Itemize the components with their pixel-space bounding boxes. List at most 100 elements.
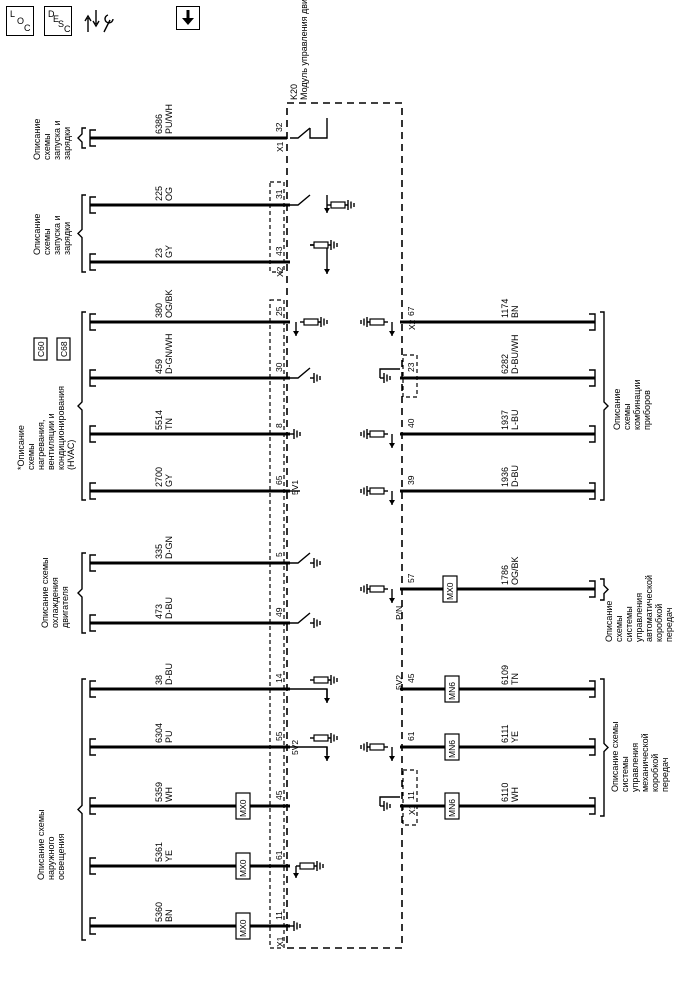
terminal-r-6110 <box>589 797 596 815</box>
opt-mn6-6110: MN6 <box>447 799 457 817</box>
opt-mx0-1786: MX0 <box>445 582 455 600</box>
circuit-color-6109: TN <box>510 673 520 685</box>
terminal-380 <box>89 313 96 331</box>
opt-mx0-5361-box <box>235 852 251 880</box>
ground-icon <box>310 373 321 383</box>
pin-61-left: 61 <box>274 850 284 860</box>
pullup-resistor-icon <box>310 733 338 743</box>
pin-31-left: 31 <box>274 189 284 199</box>
signal-arrow-icon <box>324 689 330 703</box>
terminal-6304 <box>89 738 96 756</box>
module-label: K20 Модуль управления двигателем. <box>289 0 309 100</box>
signal-arrow-icon <box>324 262 330 274</box>
group-start2: Описаниесхемызапуска изарядки <box>32 214 72 255</box>
circuit-num-5359: 5359 <box>154 782 164 802</box>
signal-arrow-icon <box>389 589 395 603</box>
pin-40-right: 40 <box>406 418 416 428</box>
circuit-num-1936: 1936 <box>500 467 510 487</box>
pin-14-left: 14 <box>274 673 284 683</box>
circuit-color-1937: L-BU <box>510 409 520 430</box>
conn-5v2-right: 5V2 <box>394 675 404 690</box>
signal-arrow-icon <box>324 747 330 761</box>
pin-61-right: 61 <box>406 731 416 741</box>
pullup-resistor-icon <box>360 429 388 439</box>
switch-icon <box>290 612 311 624</box>
ground-icon <box>310 558 321 568</box>
switch-icon <box>290 194 311 206</box>
opt-mx0-5360: MX0 <box>238 919 248 937</box>
circuit-num-473: 473 <box>154 604 164 619</box>
circuit-num-1786: 1786 <box>500 565 510 585</box>
conn-x1-bottom: X1 <box>275 936 285 947</box>
circuit-num-380: 380 <box>154 303 164 318</box>
ground-icon <box>290 429 301 439</box>
circuit-num-1937: 1937 <box>500 410 510 430</box>
pin-30-left: 30 <box>274 362 284 372</box>
circuit-num-5514: 5514 <box>154 410 164 430</box>
opt-mn6-6109-box <box>444 675 460 703</box>
terminal-335 <box>89 554 96 572</box>
terminal-r-6282 <box>589 369 596 387</box>
opt-mn6-6111: MN6 <box>447 740 457 758</box>
switch-icon <box>290 127 311 139</box>
group-cool: Описание схемыохлаждениядвигателя <box>40 558 70 628</box>
terminal-473 <box>89 614 96 632</box>
ref-c68-box[interactable] <box>56 337 71 361</box>
connector-23-outline <box>402 354 418 398</box>
opt-mn6-6109: MN6 <box>447 682 457 700</box>
terminal-r-6111 <box>589 738 596 756</box>
ref-c60-box[interactable] <box>33 337 48 361</box>
download-button[interactable] <box>176 6 200 30</box>
pin-11-right: 11 <box>406 791 416 800</box>
ground-icon <box>380 801 391 811</box>
terminal-5361 <box>89 857 96 875</box>
location-button[interactable]: L O C <box>6 6 34 36</box>
pin-67-right: 67 <box>406 306 416 316</box>
signal-arrow-icon <box>389 322 395 336</box>
pullup-resistor-icon <box>310 675 338 685</box>
conn-x2-right: X2 <box>407 319 417 330</box>
circuit-color-5361: YE <box>164 850 174 862</box>
opt-mx0-5360-box <box>235 912 251 940</box>
circuit-color-1786: OG/BK <box>510 556 520 585</box>
circuit-num-38: 38 <box>154 675 164 685</box>
opt-mx0-1786-box <box>442 575 458 603</box>
group-auto: Описаниесхемысистемыуправленияавтоматиче… <box>604 575 674 642</box>
pin-57-right: 57 <box>406 573 416 583</box>
signal-arrow-icon <box>293 322 299 336</box>
circuit-color-6386: PU/WH <box>164 104 174 134</box>
conn-x1-top: X1 <box>275 141 285 152</box>
module-title: Модуль управления двигателем. <box>299 0 309 100</box>
switch-icon <box>290 552 311 564</box>
flow-wrench-icon[interactable] <box>84 6 118 36</box>
conn-pn: P/N <box>394 606 404 620</box>
terminal-r-6109 <box>589 680 596 698</box>
pin-23-right: 23 <box>406 362 416 372</box>
circuit-num-6109: 6109 <box>500 665 510 685</box>
circuit-color-335: D-GN <box>164 536 174 559</box>
pin-45-right: 45 <box>406 673 416 683</box>
pin-11-left: 11 <box>274 911 284 920</box>
circuit-color-5514: TN <box>164 418 174 430</box>
circuit-color-23: GY <box>164 245 174 258</box>
module-k20-outline <box>286 102 403 949</box>
brace-auto <box>600 578 609 601</box>
circuit-color-5359: WH <box>164 787 174 802</box>
circuit-num-5361: 5361 <box>154 842 164 862</box>
pin-55-left: 55 <box>274 731 284 741</box>
pin-43-left: 43 <box>274 246 284 256</box>
arrow-down-icon <box>182 10 194 25</box>
pin-65-left: 65 <box>274 475 284 485</box>
pullup-resistor-icon <box>360 584 388 594</box>
signal-arrow-icon <box>324 195 330 213</box>
ground-icon <box>380 373 391 383</box>
description-button[interactable]: D E S C <box>44 6 72 36</box>
circuit-num-6304: 6304 <box>154 723 164 743</box>
terminal-r-1786 <box>589 580 596 598</box>
circuit-color-473: D-BU <box>164 597 174 619</box>
circuit-num-335: 335 <box>154 544 164 559</box>
group-ext: Описание схемынаружногоосвещения <box>36 810 66 880</box>
pin-49-left: 49 <box>274 607 284 617</box>
pin-32-left: 32 <box>274 122 284 132</box>
